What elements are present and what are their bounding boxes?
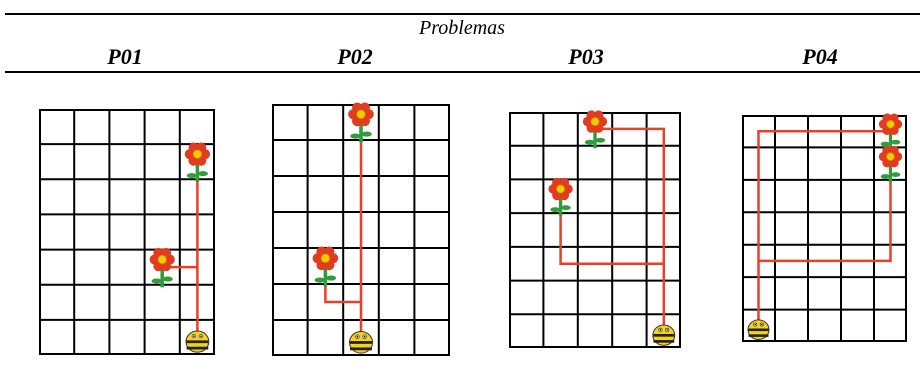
- flower-icon: [878, 145, 903, 183]
- column-label-p01: P01: [107, 44, 143, 69]
- table-top-rule: [5, 13, 920, 15]
- table-header-rule: [5, 71, 920, 73]
- column-label-p02: P02: [337, 44, 373, 69]
- grid-lines: [742, 115, 907, 342]
- column-label-p04: P04: [802, 44, 838, 69]
- flower-icon: [348, 102, 374, 143]
- flower-icon: [312, 246, 339, 287]
- grid-lines: [39, 109, 215, 355]
- flower-icon: [582, 110, 608, 149]
- flower-icon: [184, 142, 211, 182]
- column-label-p03: P03: [568, 44, 604, 69]
- route-path: [559, 127, 666, 332]
- grid-p04: [742, 113, 907, 342]
- grid-p02: [272, 102, 450, 356]
- flower-icon: [548, 177, 573, 216]
- bee-bot-icon: [652, 324, 676, 346]
- bee-bot-icon: [348, 331, 374, 354]
- route-path: [757, 129, 892, 326]
- route-path: [162, 161, 199, 338]
- bee-bot-icon: [185, 330, 210, 353]
- flower-icon: [878, 113, 903, 150]
- grid-p01: [39, 109, 215, 355]
- flower-icon: [149, 247, 175, 288]
- grid-p03: [509, 110, 681, 348]
- route-path: [324, 122, 363, 338]
- bee-bot-icon: [747, 319, 770, 340]
- table-header-title: Problemas: [419, 17, 505, 39]
- grid-lines: [509, 112, 681, 348]
